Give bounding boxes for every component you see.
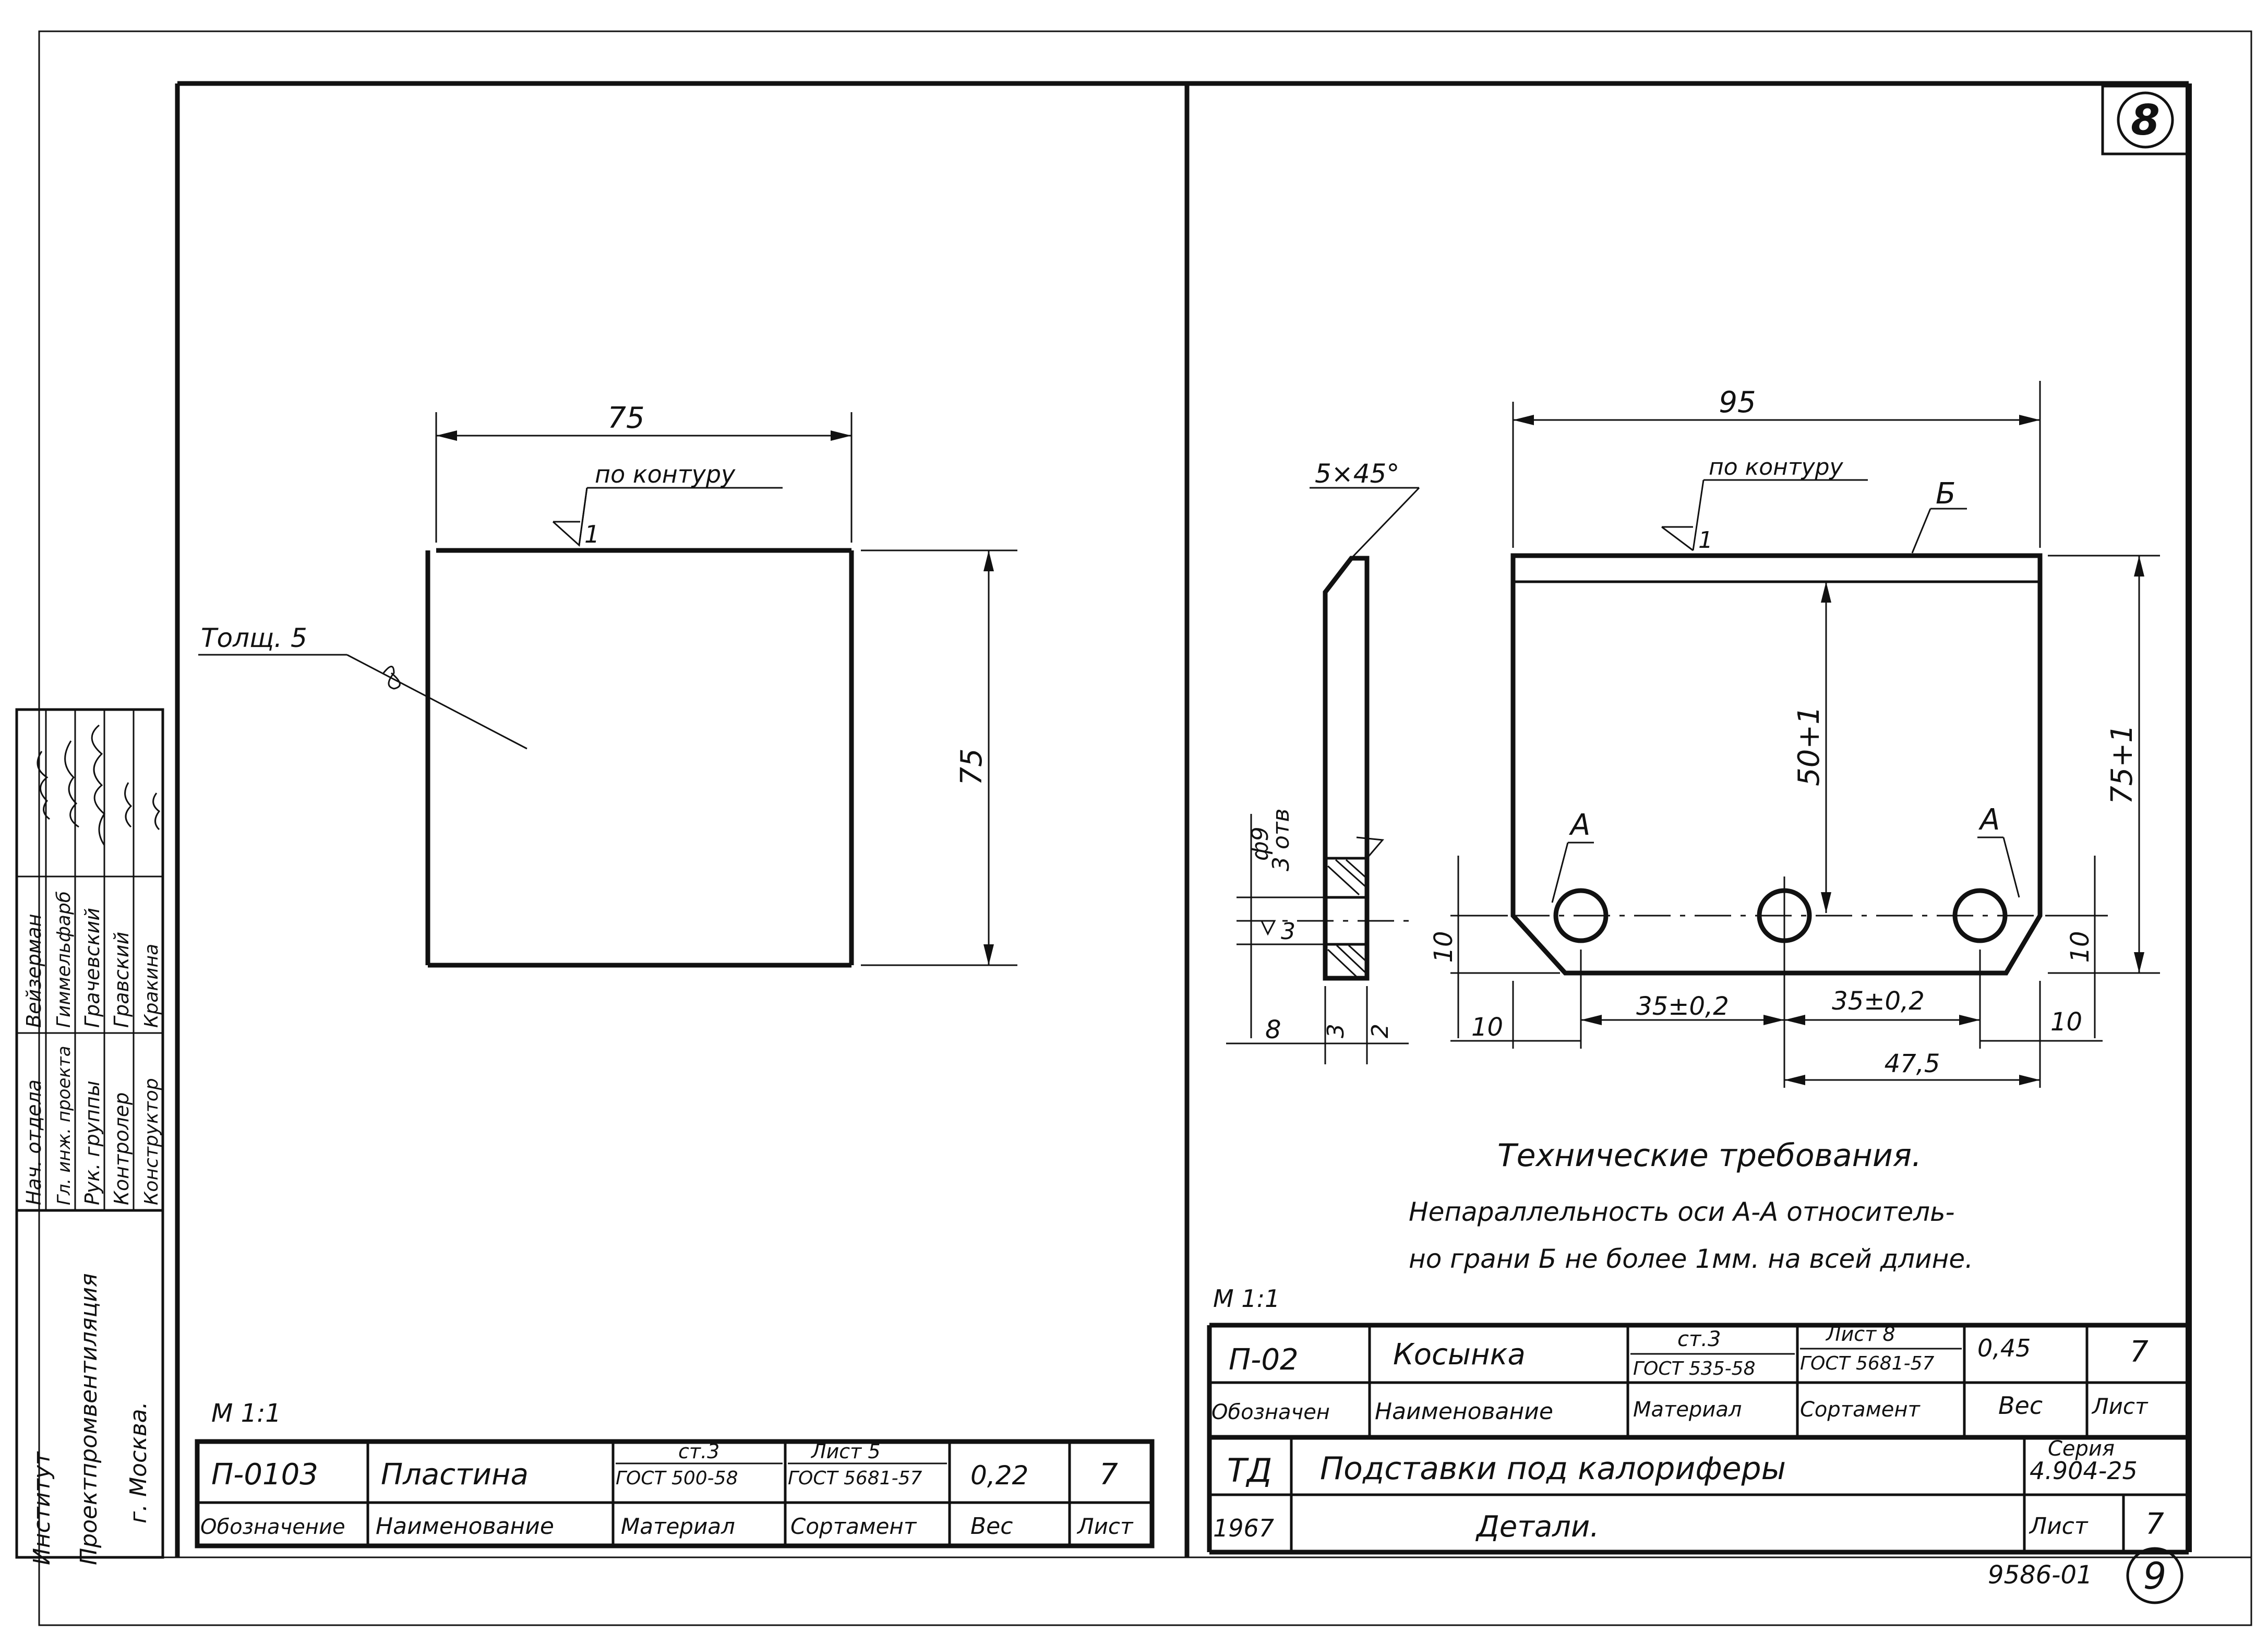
front-dim-10-left-h: 10 bbox=[1471, 1013, 1503, 1042]
side-chamfer: 5×45° bbox=[1315, 459, 1399, 489]
plate-surface-value: 1 bbox=[584, 520, 599, 548]
plate-thickness-note: Толщ. 5 bbox=[201, 623, 307, 653]
plate-material-bottom: ГОСТ 500-58 bbox=[616, 1468, 738, 1489]
gusset-weight: 0,45 bbox=[1977, 1334, 2031, 1362]
side-hole-label-1: ф9 bbox=[1247, 826, 1274, 861]
plate-stock-bottom: ГОСТ 5681-57 bbox=[788, 1468, 922, 1489]
front-dim-475: 47,5 bbox=[1885, 1049, 1940, 1078]
part-gusset-front-view: 95 по контуру 1 Б 50+1 75+1 10 bbox=[1429, 381, 2160, 1088]
gusset-header-designation: Обозначен bbox=[1211, 1400, 1330, 1424]
front-dim-35-a: 35±0,2 bbox=[1636, 992, 1729, 1021]
stamp-institute-1: Институт bbox=[29, 1451, 55, 1565]
front-section-label-right: А bbox=[1978, 803, 2000, 837]
plate-dim-width: 75 bbox=[607, 401, 644, 435]
front-face-label: Б bbox=[1936, 477, 1955, 511]
side-hole-label-2: 3 отв bbox=[1268, 809, 1294, 871]
side-surface: 3 bbox=[1281, 918, 1295, 945]
front-dim-35-b: 35±0,2 bbox=[1832, 987, 1925, 1016]
gusset-designation: П-02 bbox=[1229, 1343, 1299, 1377]
plate-header-designation: Обозначение bbox=[200, 1515, 345, 1539]
plate-designation: П-0103 bbox=[211, 1458, 318, 1492]
side-dim-3: 3 bbox=[1323, 1024, 1349, 1038]
front-dim-10-left-v: 10 bbox=[1429, 931, 1458, 963]
plate-header-weight: Вес bbox=[970, 1513, 1013, 1540]
gusset-header-stock: Сортамент bbox=[1800, 1398, 1921, 1422]
front-surface-value: 1 bbox=[1698, 527, 1713, 554]
plate-scale: М 1:1 bbox=[211, 1399, 281, 1428]
plate-header-material: Материал bbox=[621, 1514, 735, 1539]
gusset-stock-top: Лист 8 bbox=[1825, 1323, 1895, 1346]
gusset-material-top: ст.3 bbox=[1677, 1327, 1721, 1351]
part-plate: 75 по контуру 1 75 Толщ. 5 М 1:1 bbox=[198, 401, 1017, 1428]
archive-info: 9586-01 9 bbox=[1988, 1547, 2183, 1604]
left-stamp: Нач. отдела Вейзерман Гл. инж. проекта Г… bbox=[15, 708, 164, 1565]
gusset-material-bottom: ГОСТ 535-58 bbox=[1633, 1358, 1755, 1379]
stamp-role-5: Конструктор bbox=[141, 1078, 162, 1205]
gusset-header-weight: Вес bbox=[1998, 1391, 2043, 1420]
plate-header-stock: Сортамент bbox=[790, 1514, 917, 1539]
stamp-role-3: Рук. группы bbox=[81, 1080, 104, 1205]
stamp-role-2: Гл. инж. проекта bbox=[54, 1046, 75, 1205]
gusset-name: Косынка bbox=[1393, 1338, 1526, 1372]
front-dim-75: 75+1 bbox=[2105, 724, 2139, 805]
stamp-name-4: Гравский bbox=[110, 932, 133, 1028]
plate-name: Пластина bbox=[381, 1458, 529, 1492]
plate-sheet: 7 bbox=[1099, 1458, 1118, 1492]
plate-surface-note: по контуру bbox=[595, 460, 736, 488]
gusset-spec-table: П-02 Косынка ст.3 ГОСТ 535-58 Лист 8 ГОС… bbox=[1207, 1323, 2189, 1552]
stamp-name-5: Кракина bbox=[141, 944, 162, 1028]
plate-header-name: Наименование bbox=[376, 1513, 554, 1540]
title-series-value: 4.904-25 bbox=[2030, 1457, 2138, 1485]
plate-spec-table: П-0103 Пластина ст.3 ГОСТ 500-58 Лист 5 … bbox=[195, 1439, 1155, 1548]
front-section-label-left: А bbox=[1569, 808, 1590, 842]
page-circle-text: 9 bbox=[2143, 1555, 2167, 1598]
sheet-frame bbox=[17, 30, 2252, 1626]
stamp-role-1: Нач. отдела bbox=[22, 1079, 45, 1205]
stamp-role-4: Контролер bbox=[110, 1092, 133, 1205]
plate-header-sheet: Лист bbox=[1076, 1514, 1134, 1539]
plate-weight: 0,22 bbox=[970, 1460, 1028, 1491]
stamp-name-3: Грачевский bbox=[81, 908, 104, 1028]
front-surface-note: по контуру bbox=[1709, 454, 1844, 481]
plate-dim-height: 75 bbox=[955, 748, 989, 785]
title-subtitle: Детали. bbox=[1475, 1510, 1599, 1544]
stamp-name-2: Гиммельфарб bbox=[53, 891, 75, 1028]
title-main: Подставки под калориферы bbox=[1320, 1450, 1786, 1487]
gusset-header-sheet: Лист bbox=[2091, 1394, 2149, 1419]
signatures bbox=[37, 724, 161, 846]
part-gusset-side-view: 5×45° ф9 3 отв 3 8 3 2 bbox=[1226, 459, 1420, 1064]
stamp-institute-2: Проектпромвентиляция bbox=[76, 1273, 102, 1565]
plate-material-top: ст.3 bbox=[678, 1440, 719, 1463]
side-dim-2: 2 bbox=[1367, 1024, 1394, 1038]
title-series-label: Серия bbox=[2048, 1437, 2115, 1461]
front-dim-10-right-h: 10 bbox=[2050, 1007, 2082, 1037]
title-code: ТД bbox=[1227, 1451, 1272, 1490]
front-dim-top: 95 bbox=[1719, 386, 1756, 419]
sheet-number-badge: 8 bbox=[2101, 85, 2189, 155]
title-sheet-label: Лист bbox=[2029, 1513, 2089, 1540]
title-sheet-value: 7 bbox=[2145, 1507, 2164, 1541]
tech-line-2: но грани Б не более 1мм. на всей длине. bbox=[1409, 1244, 1973, 1274]
stamp-name-1: Вейзерман bbox=[22, 914, 45, 1028]
sheet-badge-text: 8 bbox=[2131, 96, 2160, 145]
tech-requirements: Технические требования. Непараллельность… bbox=[1213, 1137, 1973, 1313]
title-year: 1967 bbox=[1213, 1514, 1274, 1542]
side-dim-8: 8 bbox=[1265, 1015, 1281, 1044]
archive-number: 9586-01 bbox=[1988, 1560, 2093, 1590]
title-block: ТД Подставки под калориферы Серия 4.904-… bbox=[1209, 1437, 2189, 1555]
stamp-institute-3: г. Москва. bbox=[125, 1401, 152, 1523]
front-dim-10-right-v: 10 bbox=[2066, 931, 2095, 963]
front-dim-50: 50+1 bbox=[1792, 706, 1826, 786]
gusset-scale: М 1:1 bbox=[1213, 1284, 1280, 1313]
gusset-stock-bottom: ГОСТ 5681-57 bbox=[1800, 1353, 1934, 1374]
tech-line-1: Непараллельность оси А-А относитель- bbox=[1409, 1197, 1955, 1227]
tech-title: Технические требования. bbox=[1497, 1137, 1922, 1174]
plate-stock-top: Лист 5 bbox=[810, 1440, 881, 1463]
gusset-header-name: Наименование bbox=[1375, 1398, 1553, 1425]
gusset-header-material: Материал bbox=[1633, 1398, 1742, 1422]
gusset-sheet: 7 bbox=[2130, 1335, 2149, 1369]
